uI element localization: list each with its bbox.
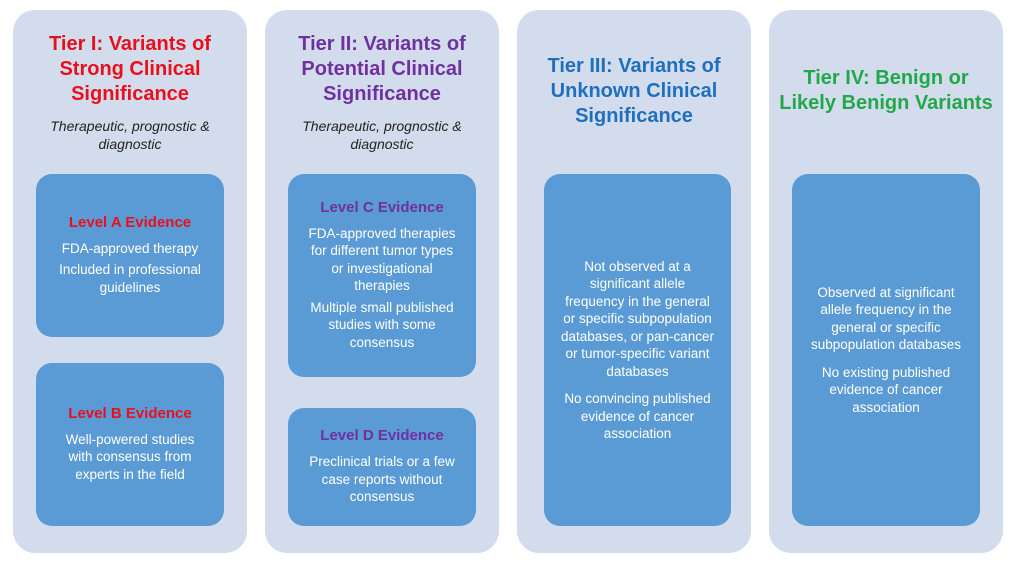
tier-3-line-1: Not observed at a significant allele fre… xyxy=(560,258,715,379)
tier-1-panel: Tier I: Variants of Strong Clinical Sign… xyxy=(13,10,247,553)
level-d-heading: Level D Evidence xyxy=(320,427,444,445)
level-d-box: Level D Evidence Preclinical trials or a… xyxy=(288,408,476,526)
tier-4-line-1: Observed at significant allele frequency… xyxy=(810,284,962,353)
tier-2-subtitle: Therapeutic, prognostic & diagnostic xyxy=(302,118,462,152)
level-b-box: Level B Evidence Well-powered studies wi… xyxy=(36,363,224,526)
level-a-line-1: FDA-approved therapy xyxy=(61,240,199,256)
tier-3-title: Tier III: Variants of Unknown Clinical S… xyxy=(547,55,721,127)
level-c-box: Level C Evidence FDA-approved therapies … xyxy=(288,174,476,377)
tier-3-panel: Tier III: Variants of Unknown Clinical S… xyxy=(517,10,751,553)
tier-1-title: Tier I: Variants of Strong Clinical Sign… xyxy=(49,33,211,105)
level-a-line-2: Included in professional guidelines xyxy=(59,262,201,295)
tier-4-line-2: No existing published evidence of cancer… xyxy=(821,364,951,415)
tier-1-subtitle: Therapeutic, prognostic & diagnostic xyxy=(50,118,210,152)
level-a-heading: Level A Evidence xyxy=(68,213,192,231)
level-b-line-1: Well-powered studies with consensus from… xyxy=(65,431,195,482)
tier-4-title: Tier IV: Benign or Likely Benign Variant… xyxy=(779,67,993,114)
tier-3-box: Not observed at a significant allele fre… xyxy=(544,174,731,526)
level-c-line-1: FDA-approved therapies for different tum… xyxy=(308,225,456,294)
tier-4-panel: Tier IV: Benign or Likely Benign Variant… xyxy=(769,10,1003,553)
tier-3-line-2: No convincing published evidence of canc… xyxy=(564,391,711,441)
tier-2-title: Tier II: Variants of Potential Clinical … xyxy=(298,33,466,105)
level-c-line-2: Multiple small published studies with so… xyxy=(310,299,454,350)
tier-2-panel: Tier II: Variants of Potential Clinical … xyxy=(265,10,499,553)
level-a-box: Level A Evidence FDA-approved therapy In… xyxy=(36,174,224,337)
level-b-heading: Level B Evidence xyxy=(68,404,192,422)
tier-4-box: Observed at significant allele frequency… xyxy=(792,174,980,526)
level-d-line-1: Preclinical trials or a few case reports… xyxy=(309,454,455,505)
level-c-heading: Level C Evidence xyxy=(320,198,444,216)
